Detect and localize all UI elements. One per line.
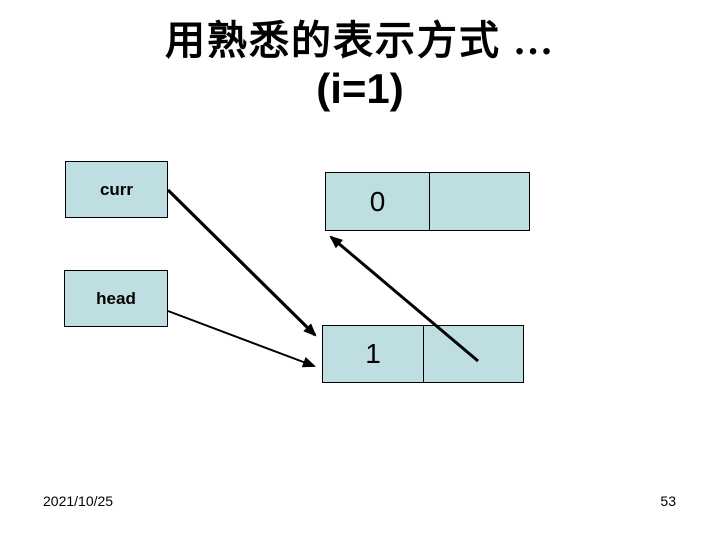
node-1-value: 1 xyxy=(365,338,381,369)
arrow-curr-to-node1 xyxy=(166,188,317,337)
slide-title-line2: (i=1) xyxy=(316,65,404,112)
slide-title-line1: 用熟悉的表示方式 … xyxy=(165,18,555,63)
footer-page-number: 53 xyxy=(660,493,676,509)
list-node-0: 0 xyxy=(325,172,530,231)
slide-title: 用熟悉的表示方式 … (i=1) xyxy=(0,16,720,112)
node-0-next-cell xyxy=(430,173,529,230)
pointer-box-curr: curr xyxy=(65,161,168,218)
node-1-data-cell: 1 xyxy=(323,326,424,382)
list-node-1: 1 xyxy=(322,325,524,383)
node-0-data-cell: 0 xyxy=(326,173,430,230)
node-1-next-cell xyxy=(424,326,523,382)
pointer-label-curr: curr xyxy=(99,179,134,199)
pointer-box-head: head xyxy=(64,270,168,327)
pointer-label-head: head xyxy=(96,288,136,308)
node-0-value: 0 xyxy=(369,185,386,217)
footer-date: 2021/10/25 xyxy=(43,493,114,509)
arrow-head-to-node1 xyxy=(167,310,317,368)
